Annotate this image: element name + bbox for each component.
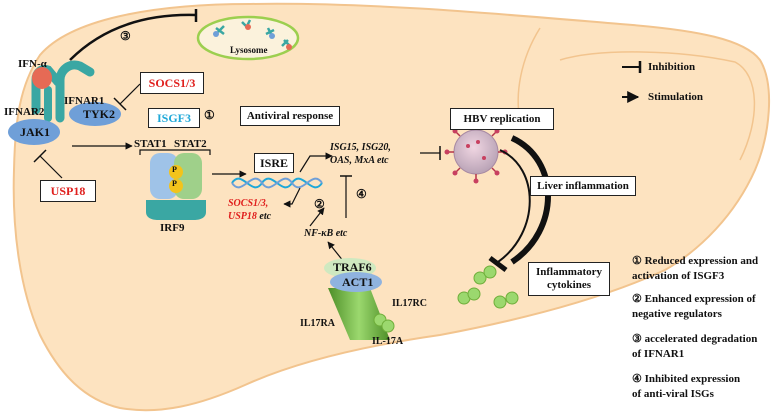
cytokines-to-hbv-curve	[497, 149, 531, 263]
il17-receptor-cone	[328, 288, 390, 340]
nfkb-to-isre-arrow	[309, 207, 325, 227]
phospho-stat1	[169, 165, 183, 179]
legend-item-4: ④ Inhibited expression of anti-viral ISG…	[632, 372, 740, 402]
legend-item-3: ③ accelerated degradation of IFNAR1	[632, 332, 757, 362]
liver-shape	[12, 2, 770, 412]
isre-box: ISRE	[254, 153, 294, 173]
jak1-shape	[8, 119, 60, 145]
negreg-usp18: USP18	[228, 211, 257, 222]
isre-to-negreg-arrow	[283, 187, 301, 208]
act1-label: ACT1	[342, 275, 374, 289]
cytokines-line1: Inflammatory	[536, 266, 602, 279]
legend-3-line2: of IFNAR1	[632, 347, 685, 360]
negreg-etc: etc	[256, 211, 272, 222]
legend-4-line2: of anti-viral ISGs	[632, 387, 714, 400]
stat1-label: STAT1	[134, 138, 167, 150]
key-stimulation-label: Stimulation	[648, 91, 704, 103]
tyk2-label: TYK2	[83, 107, 116, 121]
tyk2-shape	[69, 102, 121, 126]
hbv-virus-icon	[444, 120, 508, 184]
phospho-label-1: P	[172, 165, 177, 174]
fragment-dots	[213, 24, 292, 50]
isgs-label-line1: ISG15, ISG20,	[330, 142, 391, 153]
marker-2: ②	[314, 197, 325, 211]
il17rc-label: IL17RC	[392, 298, 428, 309]
cytokines-line2: cytokines	[547, 279, 591, 291]
nfkb-label: NF-κB etc	[304, 228, 348, 239]
ifn-alpha-label: IFN-α	[18, 58, 47, 70]
socs-box: SOCS1/3	[140, 72, 204, 94]
key-inhibition-label: Inhibition	[648, 61, 696, 73]
il17a-label: IL-17A	[372, 336, 404, 347]
isgf3-bracket	[139, 149, 211, 155]
ifn-alpha-ligand	[32, 67, 52, 89]
socs-inhibition-bar	[113, 97, 127, 111]
legend-4-line1: ④ Inhibited expression	[632, 373, 741, 385]
legend-3-line1: ③ accelerated degradation	[632, 333, 758, 345]
irf9-shape	[146, 200, 206, 220]
ifnar1-label: IFNAR1	[64, 95, 105, 107]
traf6-label: TRAF6	[333, 260, 372, 274]
isgf3-box: ISGF3	[148, 108, 200, 128]
cytokine-spheres	[457, 265, 519, 309]
degradation-arrow	[69, 13, 197, 61]
il17a-spheres	[373, 313, 395, 333]
act1-shape	[330, 272, 382, 292]
il17ra-label: IL17RA	[300, 318, 336, 329]
cytokines-box: Inflammatory cytokines	[528, 262, 610, 296]
legend-1-line2: activation of ISGF3	[632, 269, 725, 282]
ifnar2-label: IFNAR2	[4, 106, 45, 118]
legend-item-1: ① Reduced expression and activation of I…	[632, 254, 758, 284]
usp18-inhibition-line	[39, 155, 63, 179]
jak1-label: JAK1	[20, 125, 50, 139]
legend-2-line2: negative regulators	[632, 307, 722, 320]
lysosome-label: Lysosome	[230, 45, 268, 55]
antiviral-box: Antiviral response	[240, 106, 340, 126]
isre-to-isgs-arrow	[299, 152, 333, 173]
legend-1-line1: ① Reduced expression and	[632, 255, 759, 267]
isgs-label-line2: OAS, MxA etc	[330, 155, 389, 166]
marker-1: ①	[204, 108, 215, 122]
phospho-label-2: P	[172, 179, 177, 188]
liver-lobe-inner	[559, 51, 756, 161]
negreg-label-line2: USP18 etc	[228, 211, 271, 222]
negreg-label-line1: SOCS1/3,	[228, 198, 269, 209]
dna-helix	[231, 177, 323, 189]
irf9-label: IRF9	[160, 222, 185, 234]
cytokine-bar	[488, 256, 508, 272]
hbv-to-cytokines-arrow	[510, 135, 551, 265]
liver-inflammation-box: Liver inflammation	[530, 176, 636, 196]
stat2-label: STAT2	[174, 138, 207, 150]
marker-3: ③	[120, 29, 131, 43]
usp18-box: USP18	[40, 180, 96, 202]
phospho-stat2	[169, 179, 183, 193]
usp18-inhibition-bar	[33, 149, 47, 163]
legend-item-2: ② Enhanced expression of negative regula…	[632, 292, 756, 322]
socs-inhibition-line	[119, 83, 141, 105]
marker-4: ④	[356, 187, 367, 201]
legend-2-line1: ② Enhanced expression of	[632, 293, 756, 305]
hbv-box: HBV replication	[450, 108, 554, 130]
